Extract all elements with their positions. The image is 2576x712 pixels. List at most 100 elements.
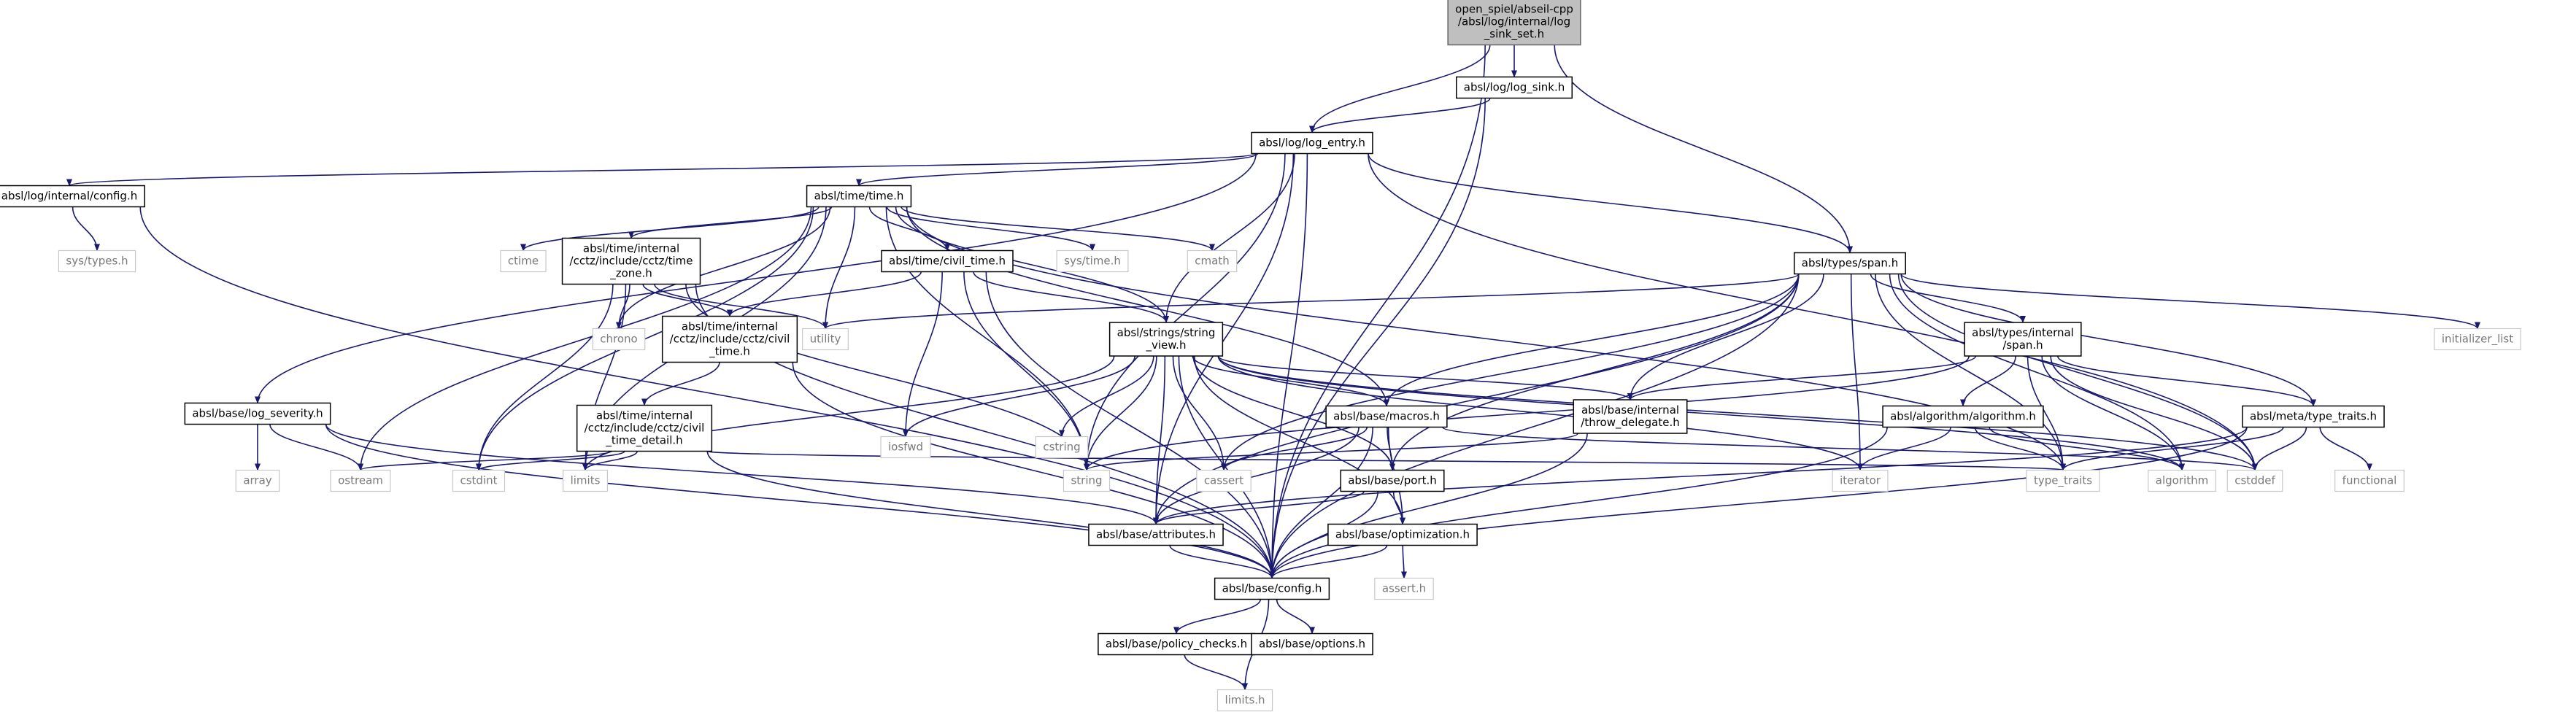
node-label: chrono [600,333,637,346]
node-box [1794,252,1906,275]
graph-node-policy-checks[interactable]: absl/base/policy_checks.h [1098,632,1255,656]
edge-string-view-to-port [1192,355,1395,471]
graph-node-span[interactable]: absl/types/span.h [1794,252,1906,275]
graph-node-options[interactable]: absl/base/options.h [1251,632,1373,656]
graph-node-utility: utility [802,328,849,351]
edge-time-to-chrono [616,206,831,330]
graph-node-algorithm: algorithm [2148,469,2216,492]
edge-meta-traits-to-cstddef [2252,427,2307,471]
edge-string-view-to-cstring [1059,355,1154,438]
graph-node-cctz-civil[interactable]: absl/time/internal/cctz/include/cctz/civ… [661,315,798,363]
graph-node-macros[interactable]: absl/base/macros.h [1325,405,1448,428]
edge-meta-traits-to-attributes [1153,427,2248,525]
node-box [1214,577,1330,600]
node-label: /cctz/include/cctz/civil [585,422,705,435]
node-label: utility [810,333,841,346]
edge-span-to-iterator [1850,274,1863,471]
graph-node-port[interactable]: absl/base/port.h [1340,469,1445,492]
graph-node-cassert: cassert [1196,469,1252,492]
graph-node-throw-delegate[interactable]: absl/base/internal/throw_delegate.h [1573,399,1688,434]
graph-node-log-entry[interactable]: absl/log/log_entry.h [1251,131,1373,155]
graph-node-log-config[interactable]: absl/log/internal/config.h [0,185,145,208]
node-box [1832,469,1889,492]
node-box [592,328,646,351]
graph-node-optimization[interactable]: absl/base/optimization.h [1327,523,1478,546]
node-label: absl/time/internal [596,409,693,422]
node-label: /throw_delegate.h [1581,416,1679,430]
graph-node-iterator: iterator [1832,469,1889,492]
graph-node-tz[interactable]: absl/time/internal/cctz/include/cctz/tim… [561,237,701,285]
node-label: /cctz/include/cctz/time [570,255,693,268]
edge-log-severity-to-ostream [269,424,363,471]
node-box [802,328,849,351]
edge-macros-to-config [1269,427,1373,579]
graph-node-civil-time[interactable]: absl/time/civil_time.h [881,249,1014,273]
edge-cctz-civil-to-config [792,362,1275,579]
edge-span-to-internal-span [1870,274,2026,323]
node-box [1251,632,1373,656]
graph-node-config[interactable]: absl/base/config.h [1214,577,1330,600]
edge-log-entry-to-cstddef [1368,153,2258,471]
node-label: ctime [508,255,539,268]
node-label: _time_detail.h [605,434,682,448]
graph-node-civil-detail[interactable]: absl/time/internal/cctz/include/cctz/civ… [576,404,713,452]
edge-config-to-options [1276,599,1315,635]
node-label: absl/time/internal [682,320,778,333]
graph-node-attributes[interactable]: absl/base/attributes.h [1088,523,1224,546]
edge-macros-to-cassert [1221,427,1368,471]
node-label: absl/base/policy_checks.h [1106,638,1247,651]
node-box [2226,469,2283,492]
edge-span-to-throw-delegate [1627,274,1824,400]
node-label: absl/algorithm/algorithm.h [1890,410,2036,423]
node-box [661,315,798,363]
edge-log-entry-to-string [1084,153,1286,471]
edge-optimization-to-assert-h [1400,545,1407,579]
edge-civil-time-to-config [985,271,1275,579]
graph-node-algorithm-h[interactable]: absl/algorithm/algorithm.h [1882,405,2044,428]
edge-layer [66,44,2480,691]
edge-log-entry-to-log-config [66,152,1257,187]
node-label: absl/base/internal [1581,403,1679,417]
graph-node-string-view[interactable]: absl/strings/string_view.h [1108,322,1224,357]
graph-node-log-sink[interactable]: absl/log/log_sink.h [1456,76,1573,99]
edge-time-to-string-view [895,206,1169,323]
graph-node-log-severity[interactable]: absl/base/log_severity.h [184,402,331,425]
node-layer: open_spiel/abseil-cpp/absl/log/internal/… [0,0,2521,712]
edge-cctz-civil-to-civil-detail [641,362,720,406]
node-box [452,469,506,492]
node-box [576,404,713,452]
edge-internal-span-to-type-traits [2027,355,2066,471]
node-box [1340,469,1445,492]
node-box [561,237,701,285]
edge-port-to-attributes [1153,491,1365,525]
node-label: iterator [1840,474,1881,487]
node-label: absl/base/config.h [1222,582,1322,595]
edge-root-to-span [1554,44,1853,254]
node-label: absl/log/internal/config.h [1,190,137,203]
node-label: limits.h [1225,694,1265,707]
node-label: /span.h [2002,338,2043,352]
edge-log-entry-to-string-view [1163,153,1295,323]
node-box [1216,689,1273,712]
graph-node-chrono: chrono [592,328,646,351]
edge-port-to-optimization [1392,491,1405,525]
node-box [880,436,931,459]
edge-time-to-utility [822,206,856,330]
node-label: assert.h [1382,582,1426,595]
edge-span-to-cstddef [1897,274,2258,471]
edge-log-severity-to-attributes [325,424,1159,525]
graph-node-meta-traits[interactable]: absl/meta/type_traits.h [2242,405,2385,428]
edge-span-to-config [1269,274,1800,579]
graph-node-time[interactable]: absl/time/time.h [806,185,912,208]
graph-node-internal-span[interactable]: absl/types/internal/span.h [1964,322,2082,357]
node-label: absl/base/log_severity.h [192,407,323,421]
edge-time-to-string [885,206,1090,471]
node-label: absl/log/log_entry.h [1259,136,1365,150]
edge-log-config-to-sys-types [72,206,100,252]
node-box [1882,405,2044,428]
node-label: sys/types.h [66,255,128,268]
edge-time-to-cmath [901,206,1215,252]
node-box [1196,469,1252,492]
node-box [0,185,145,208]
graph-node-root[interactable]: open_spiel/abseil-cpp/absl/log/internal/… [1447,0,1581,46]
